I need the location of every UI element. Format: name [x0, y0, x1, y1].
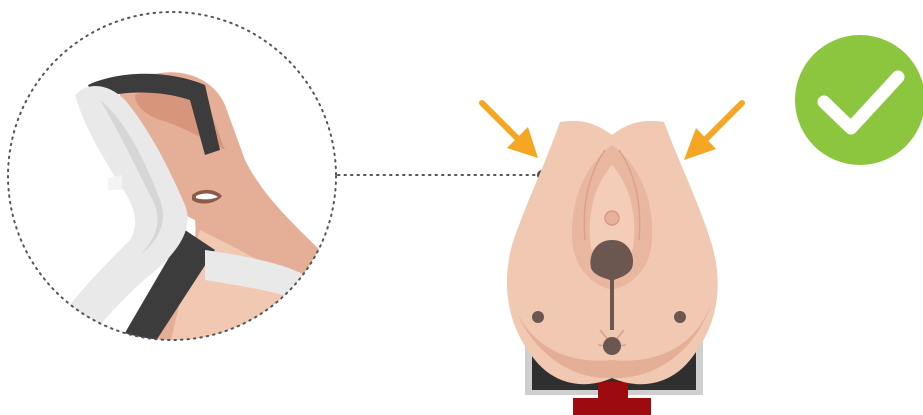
model-side-marker-left: [532, 311, 544, 323]
model-small-opening: [604, 210, 620, 226]
check-circle-icon: [795, 35, 923, 165]
model-base-plate: [573, 398, 651, 415]
magnifier-border: [7, 11, 337, 341]
model-lower-dot: [603, 337, 621, 355]
detail-strap-top: [88, 73, 220, 155]
detail-fabric-fold: [100, 100, 164, 255]
magnified-detail-view: [7, 11, 337, 341]
model-body-shade: [512, 300, 712, 379]
detail-nub: [108, 175, 122, 190]
model-side-marker-right: [674, 311, 686, 323]
detail-fabric-right: [205, 250, 305, 300]
left-arrow-icon: [479, 100, 538, 158]
detail-opening-highlight: [196, 193, 218, 200]
model-canal: [590, 240, 634, 330]
detail-fabric: [40, 86, 188, 340]
detail-strap-bottom: [115, 230, 215, 340]
model-radial-lines: [597, 329, 627, 347]
model-figure: [506, 120, 718, 415]
model-fold-line-right: [618, 149, 641, 241]
right-arrow-icon: [684, 100, 745, 160]
model-fold-line-left: [583, 149, 606, 241]
